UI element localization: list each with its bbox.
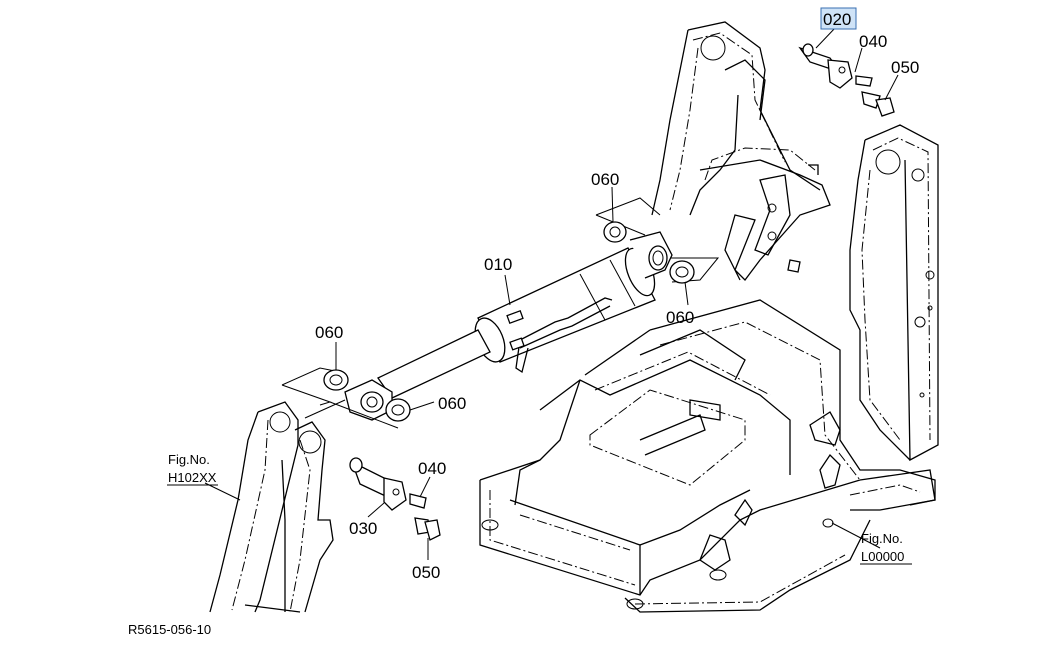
fig-ref-right-code[interactable]: L00000 bbox=[861, 549, 904, 564]
callout-020[interactable]: 020 bbox=[823, 10, 851, 29]
callout-060-upper[interactable]: 060 bbox=[591, 170, 619, 189]
callout-030[interactable]: 030 bbox=[349, 519, 377, 538]
pin-020-assembly bbox=[798, 43, 895, 117]
callout-060-right[interactable]: 060 bbox=[666, 308, 694, 327]
callout-040-bottom[interactable]: 040 bbox=[418, 459, 446, 478]
figure-references: Fig.No. H102XX Fig.No. L00000 bbox=[167, 452, 912, 565]
fig-ref-right-label: Fig.No. bbox=[861, 531, 903, 546]
pin-030-assembly bbox=[349, 457, 441, 541]
callout-040-top[interactable]: 040 bbox=[859, 32, 887, 51]
callout-060-lower[interactable]: 060 bbox=[438, 394, 466, 413]
hydraulic-cylinder bbox=[344, 231, 673, 421]
washers bbox=[281, 197, 720, 429]
fig-ref-left-code[interactable]: H102XX bbox=[168, 470, 217, 485]
callout-060-left[interactable]: 060 bbox=[315, 323, 343, 342]
drawing-code: R5615-056-10 bbox=[128, 622, 211, 637]
callout-020-highlight bbox=[820, 7, 857, 30]
boom-arm bbox=[209, 401, 334, 613]
main-frame bbox=[479, 21, 939, 613]
callout-050-top[interactable]: 050 bbox=[891, 58, 919, 77]
callouts: 020 040 050 060 060 010 060 060 040 030 … bbox=[315, 7, 919, 582]
callout-010[interactable]: 010 bbox=[484, 255, 512, 274]
fig-ref-left-label: Fig.No. bbox=[168, 452, 210, 467]
callout-050-bottom[interactable]: 050 bbox=[412, 563, 440, 582]
leader-lines bbox=[204, 26, 899, 560]
